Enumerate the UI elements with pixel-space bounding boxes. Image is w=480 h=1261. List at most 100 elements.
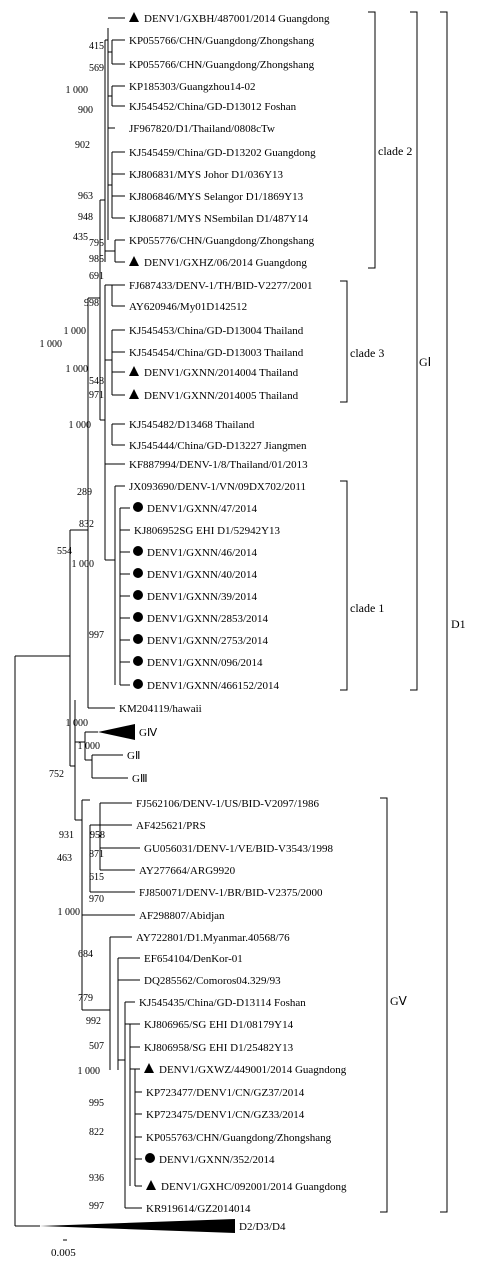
bootstrap-value: 463	[57, 853, 72, 864]
taxon-label: KJ545453/China/GD-D13004 Thailand	[129, 325, 304, 337]
taxon-label: AF425621/PRS	[136, 820, 206, 832]
bootstrap-value: 1 000	[66, 364, 89, 375]
taxon-label: DENV1/GXHZ/06/2014 Guangdong	[144, 257, 307, 269]
taxon-label: FJ687433/DENV-1/TH/BID-V2277/2001	[129, 280, 313, 292]
taxon-label: DENV1/GXNN/47/2014	[147, 503, 257, 515]
taxon-label: FJ850071/DENV-1/BR/BID-V2375/2000	[139, 887, 323, 899]
taxon-label: DENV1/GXNN/2853/2014	[147, 613, 268, 625]
taxon-label: DENV1/GXNN/46/2014	[147, 547, 257, 559]
bootstrap-value: 684	[78, 949, 93, 960]
taxon-label: DENV1/GXHC/092001/2014 Guangdong	[161, 1181, 347, 1193]
taxon-label: AY722801/D1.Myanmar.40568/76	[136, 932, 290, 944]
taxon-label: KJ806846/MYS Selangor D1/1869Y13	[129, 191, 304, 203]
taxon-label: AY277664/ARG9920	[139, 865, 236, 877]
bootstrap-value: 998	[84, 298, 99, 309]
taxon-label: DENV1/GXNN/2753/2014	[147, 635, 268, 647]
tree-branches	[14, 17, 142, 1227]
taxon-label: JF967820/D1/Thailand/0808cTw	[129, 123, 275, 135]
bootstrap-value: 1 000	[69, 420, 92, 431]
bootstrap-value: 1 000	[64, 326, 87, 337]
bootstrap-value: 795	[89, 238, 104, 249]
taxon-label: KJ545435/China/GD-D13114 Foshan	[139, 997, 306, 1009]
taxon-label: FJ562106/DENV-1/US/BID-V2097/1986	[136, 798, 319, 810]
taxon-label: DENV1/GXWZ/449001/2014 Guagndong	[159, 1064, 347, 1076]
taxon-label: KP055766/CHN/Guangdong/Zhongshang	[129, 35, 315, 47]
circle-marker-icon	[133, 656, 143, 666]
taxon-label: DQ285562/Comoros04.329/93	[144, 975, 281, 987]
taxon-label: KR919614/GZ2014014	[146, 1203, 251, 1215]
taxon-label: KP055766/CHN/Guangdong/Zhongshang	[129, 59, 315, 71]
bootstrap-value: 569	[89, 63, 104, 74]
taxon-labels: DENV1/GXBH/487001/2014 GuangdongKP055766…	[119, 12, 347, 1215]
taxon-label: KJ806958/SG EHI D1/25482Y13	[144, 1042, 294, 1054]
bootstrap-value: 992	[86, 1016, 101, 1027]
taxon-label: KJ806871/MYS NSembilan D1/487Y14	[129, 213, 309, 225]
g1-label: GⅠ	[419, 355, 431, 369]
bootstrap-value: 1 000	[66, 718, 89, 729]
taxon-label: DENV1/GXNN/352/2014	[159, 1154, 275, 1166]
g4-collapsed-clade	[98, 724, 135, 740]
g4-label: GⅣ	[139, 727, 158, 739]
taxon-label: EF654104/DenKor-01	[144, 953, 243, 965]
bootstrap-value: 963	[78, 191, 93, 202]
d1-label: D1	[451, 617, 466, 631]
bootstrap-value: 822	[89, 1127, 104, 1138]
circle-marker-icon	[133, 502, 143, 512]
circle-marker-icon	[133, 546, 143, 556]
taxon-label: KM204119/hawaii	[119, 703, 202, 715]
taxon-label: KJ545444/China/GD-D13227 Jiangmen	[129, 440, 307, 452]
bootstrap-value: 548	[89, 376, 104, 387]
taxon-label: KP723477/DENV1/CN/GZ37/2014	[146, 1087, 305, 1099]
taxon-label: KP055776/CHN/Guangdong/Zhongshang	[129, 235, 315, 247]
taxon-label: GU056031/DENV-1/VE/BID-V3543/1998	[144, 843, 334, 855]
bootstrap-value: 554	[57, 546, 72, 557]
taxon-label: DENV1/GXNN/2014004 Thailand	[144, 367, 299, 379]
bootstrap-value: 997	[89, 1201, 104, 1212]
bootstrap-value: 1 000	[72, 559, 95, 570]
triangle-marker-icon	[129, 12, 139, 22]
bootstrap-value: 995	[89, 1098, 104, 1109]
circle-marker-icon	[133, 679, 143, 689]
circle-marker-icon	[133, 634, 143, 644]
taxon-label: DENV1/GXNN/2014005 Thailand	[144, 390, 299, 402]
taxon-label: AF298807/Abidjan	[139, 910, 225, 922]
triangle-marker-icon	[129, 389, 139, 399]
bootstrap-value: 936	[89, 1173, 104, 1184]
bootstrap-value: 1 000	[66, 85, 89, 96]
taxon-label: DENV1/GXBH/487001/2014 Guangdong	[144, 13, 330, 25]
bootstrap-value: 948	[78, 212, 93, 223]
bootstrap-value: 970	[89, 894, 104, 905]
bootstrap-value: 931	[59, 830, 74, 841]
bootstrap-value: 435	[73, 232, 88, 243]
taxon-label: DENV1/GXNN/466152/2014	[147, 680, 279, 692]
outgroup-label: D2/D3/D4	[239, 1221, 286, 1233]
taxon-label: AY620946/My01D142512	[129, 301, 247, 313]
taxon-label: JX093690/DENV-1/VN/09DX702/2011	[129, 481, 306, 493]
triangle-marker-icon	[129, 256, 139, 266]
circle-marker-icon	[145, 1153, 155, 1163]
taxon-label: KP185303/Guangzhou14-02	[129, 81, 256, 93]
circle-marker-icon	[133, 568, 143, 578]
g3-label: GⅢ	[132, 773, 148, 785]
g5-label: GⅤ	[390, 994, 408, 1008]
triangle-marker-icon	[144, 1063, 154, 1073]
bootstrap-value: 415	[89, 41, 104, 52]
bootstrap-value: 779	[78, 993, 93, 1004]
taxon-label: DENV1/GXNN/39/2014	[147, 591, 257, 603]
taxon-label: KJ806965/SG EHI D1/08179Y14	[144, 1019, 294, 1031]
bootstrap-value: 871	[89, 849, 104, 860]
bootstrap-value: 507	[89, 1041, 104, 1052]
bootstrap-value: 615	[89, 872, 104, 883]
bootstrap-value: 985	[89, 254, 104, 265]
clade-brackets	[340, 11, 448, 1213]
triangle-marker-icon	[146, 1180, 156, 1190]
bootstrap-value: 1 000	[40, 339, 63, 350]
bootstrap-value: 900	[78, 105, 93, 116]
taxon-label: KJ545454/China/GD-D13003 Thailand	[129, 347, 304, 359]
bootstrap-value: 1 000	[58, 907, 81, 918]
taxon-label: KP723475/DENV1/CN/GZ33/2014	[146, 1109, 305, 1121]
bootstrap-value: 997	[89, 630, 104, 641]
bootstrap-value: 752	[49, 769, 64, 780]
